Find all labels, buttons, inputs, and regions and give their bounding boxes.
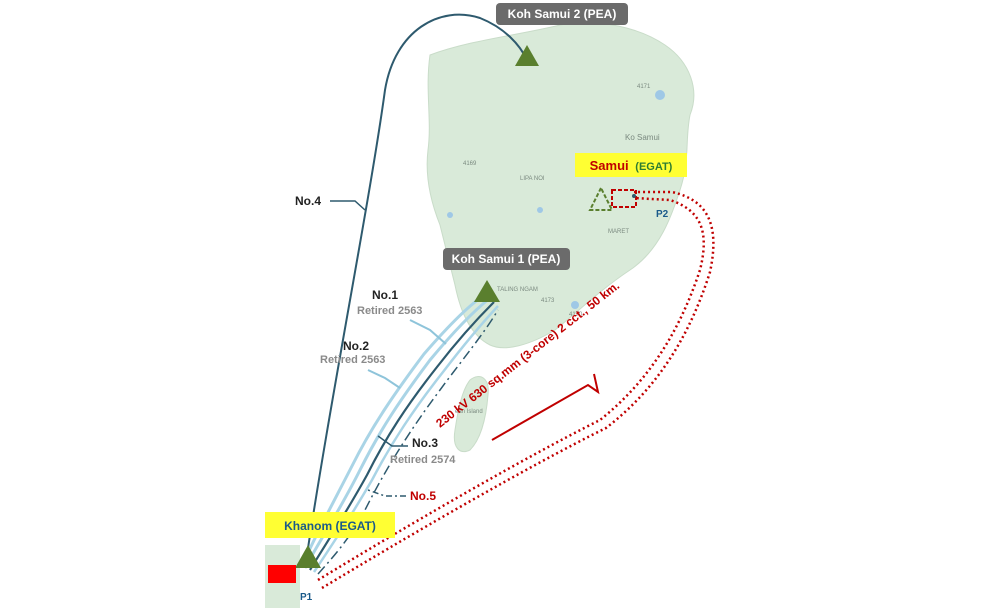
lake <box>447 212 453 218</box>
samui-owner: (EGAT) <box>635 161 672 173</box>
lake <box>537 207 543 213</box>
cable-no5-label: No.5 <box>410 489 436 503</box>
koh-samui-1-label: Koh Samui 1 (PEA) <box>443 248 570 270</box>
cable-no1-label: No.1 <box>372 288 398 302</box>
koh-samui-island <box>426 22 695 349</box>
road-label-4170: 4170 <box>569 312 583 318</box>
cable-no4-label: No.4 <box>295 194 321 208</box>
road-label-4169: 4169 <box>463 161 477 167</box>
point-p1-label: P1 <box>300 592 313 603</box>
cable-no3-leader <box>377 435 408 447</box>
red-direction-arrow <box>491 373 600 441</box>
cable-no3-status: Retired 2574 <box>390 454 456 466</box>
samui-p2-point <box>632 194 636 198</box>
lake <box>571 301 579 309</box>
small-island <box>453 376 489 453</box>
khanom-egat-text: Khanom (EGAT) <box>284 519 376 533</box>
cable-no1-status: Retired 2563 <box>357 305 422 317</box>
samui-name: Samui <box>590 158 629 173</box>
road-label-4173: 4173 <box>541 298 555 304</box>
khanom-egat-label: Khanom (EGAT) <box>265 512 395 538</box>
samui-egat-text: Samui (EGAT) <box>590 158 673 173</box>
road-label-4171: 4171 <box>637 84 651 90</box>
map-label-ko-samui: Ko Samui <box>625 133 660 142</box>
cable-no5-line <box>317 309 499 575</box>
lake <box>655 90 665 100</box>
cable-no5-leader <box>367 489 406 497</box>
cable-no4-line <box>304 13 528 569</box>
khanom-triangle <box>295 545 321 568</box>
new-cable-circuit-1 <box>317 196 705 582</box>
map-label-taling-ngam: TALING NGAM <box>497 287 538 293</box>
cable-no2-status: Retired 2563 <box>320 354 385 366</box>
cable-no2-label: No.2 <box>343 339 369 353</box>
koh-samui-1-text: Koh Samui 1 (PEA) <box>452 252 561 266</box>
map-label-maret: MARET <box>608 229 629 235</box>
samui-egat-label: Samui (EGAT) <box>575 153 687 177</box>
koh-samui-2-text: Koh Samui 2 (PEA) <box>508 7 617 21</box>
samui-dashed-rect <box>611 189 637 208</box>
koh-samui-1-triangle <box>474 280 500 302</box>
cable-no4-leader <box>330 200 366 211</box>
cable-no3-label: No.3 <box>412 436 438 450</box>
point-p2-label: P2 <box>656 209 669 220</box>
koh-samui-2-label: Koh Samui 2 (PEA) <box>496 3 628 25</box>
map-label-lipa-noi: LIPA NOI <box>520 176 545 182</box>
khanom-red-square <box>268 565 296 583</box>
cable-no1-leader <box>409 319 447 345</box>
koh-samui-2-triangle <box>515 45 539 66</box>
cable-no2-leader <box>367 369 401 389</box>
map-label-island: ean Island <box>455 409 483 415</box>
samui-dashed-triangle <box>588 185 614 211</box>
